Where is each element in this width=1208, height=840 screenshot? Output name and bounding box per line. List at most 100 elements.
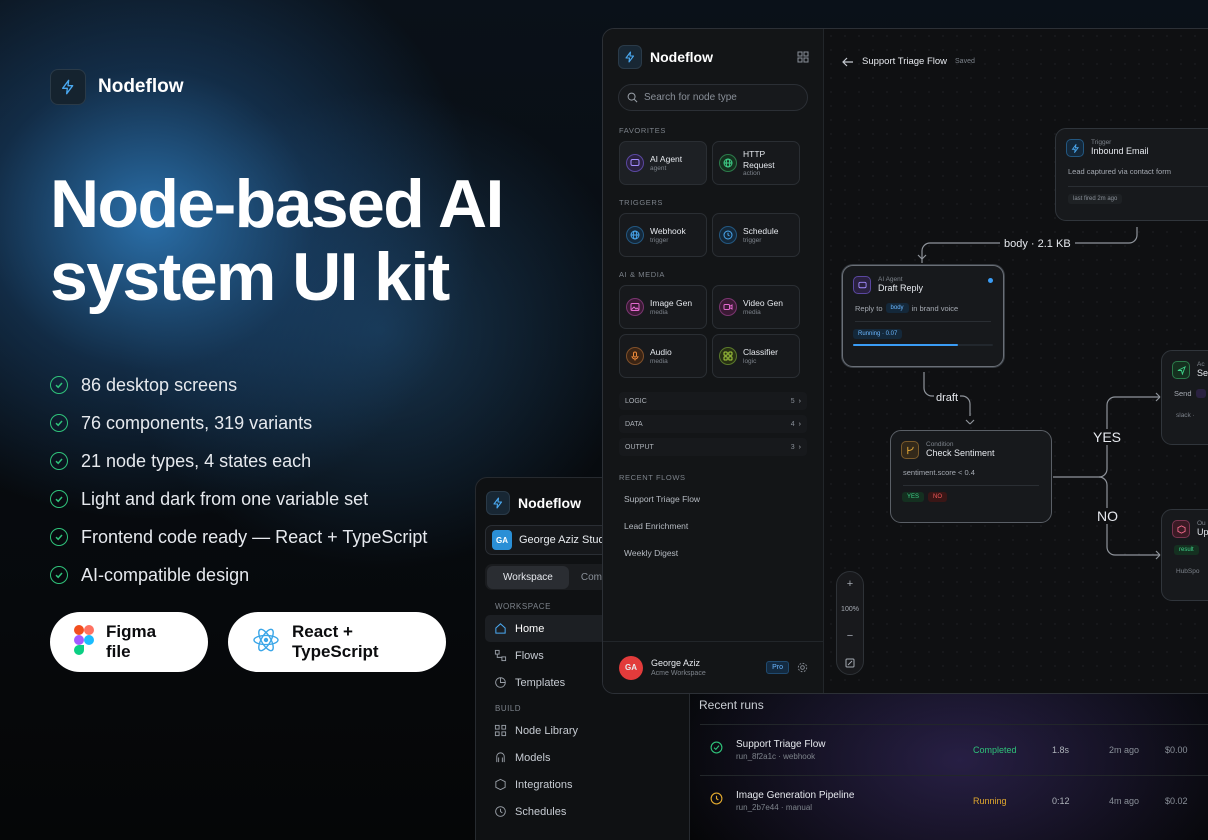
run-status: Completed xyxy=(973,744,1017,755)
globe-icon xyxy=(719,154,737,172)
brand-name: Nodeflow xyxy=(98,76,184,97)
section-label: RECENT FLOWS xyxy=(619,473,686,482)
progress-track xyxy=(853,344,993,347)
search-placeholder: Search for node type xyxy=(644,92,737,103)
run-duration: 1.8s xyxy=(1052,744,1070,755)
back-arrow-icon[interactable] xyxy=(842,57,854,67)
templates-icon xyxy=(495,677,506,688)
variable-tag: body xyxy=(885,303,909,314)
react-icon xyxy=(252,627,280,658)
feature-item: 76 components, 319 variants xyxy=(50,404,427,442)
avatar: GA xyxy=(619,655,643,680)
feature-item: Light and dark from one variable set xyxy=(50,480,427,518)
success-check-icon xyxy=(700,741,736,759)
zoom-out-button[interactable]: − xyxy=(846,629,854,642)
no-badge: NO xyxy=(928,492,948,503)
flow-title: Support Triage Flow xyxy=(862,56,948,67)
layout-grid-icon[interactable] xyxy=(797,51,809,63)
feature-item: Frontend code ready — React + TypeScript xyxy=(50,518,427,556)
react-button-label: React + TypeScript xyxy=(292,622,379,661)
fit-view-icon[interactable] xyxy=(845,658,855,668)
check-icon xyxy=(50,566,68,584)
classifier-icon xyxy=(719,347,737,365)
node-title: Draft Reply xyxy=(878,283,924,293)
check-icon xyxy=(50,490,68,508)
bolt-icon xyxy=(486,491,510,515)
run-time: 2m ago xyxy=(1109,744,1140,755)
save-status: Saved xyxy=(955,58,975,65)
video-icon xyxy=(719,298,737,316)
section-label: BUILD xyxy=(495,704,522,713)
check-icon xyxy=(50,452,68,470)
recent-flow-item[interactable]: Lead Enrichment xyxy=(624,520,689,531)
running-clock-icon xyxy=(700,792,736,810)
recent-flow-item[interactable]: Support Triage Flow xyxy=(624,493,701,504)
run-time: 4m ago xyxy=(1109,795,1140,806)
flow-canvas[interactable]: Support Triage Flow Saved body · 2.1 KB … xyxy=(824,29,1208,693)
nav-item-schedules[interactable]: Schedules xyxy=(476,798,689,825)
node-search-input[interactable]: Search for node type xyxy=(618,84,808,111)
search-icon xyxy=(627,92,638,103)
nav-item-flows[interactable]: Flows xyxy=(476,642,689,669)
gear-icon[interactable] xyxy=(797,662,808,673)
hero-line-1: Node-based AI xyxy=(50,166,504,242)
section-label: AI & MEDIA xyxy=(619,270,666,279)
user-name: George Aziz xyxy=(651,658,701,668)
section-label: FAVORITES xyxy=(619,126,666,135)
edge-label-no: NO xyxy=(1095,508,1120,524)
nav-item-models[interactable]: Models xyxy=(476,744,689,771)
tab-workspace[interactable]: Workspace xyxy=(487,565,569,589)
figma-icon xyxy=(74,624,94,660)
hero-title: Node-based AI system UI kit xyxy=(50,166,610,315)
run-name: Image Generation Pipeline xyxy=(736,789,855,801)
zoom-controls: + 100% − xyxy=(836,571,864,675)
run-cost: $0.02 xyxy=(1165,795,1188,806)
bolt-icon xyxy=(618,45,642,69)
progress-fill xyxy=(853,344,958,347)
chat-icon xyxy=(626,154,644,172)
edge-label: draft xyxy=(934,392,961,404)
run-cost: $0.00 xyxy=(1165,744,1188,755)
home-icon xyxy=(495,623,506,634)
nav-item-node-library[interactable]: Node Library xyxy=(476,717,689,744)
workspace-name: George Aziz Studio xyxy=(519,534,614,546)
react-typescript-button[interactable]: React + TypeScript xyxy=(228,612,446,672)
models-icon xyxy=(496,752,505,763)
avatar: GA xyxy=(492,530,512,550)
nav-item-templates[interactable]: Templates xyxy=(476,669,689,696)
run-name: Support Triage Flow xyxy=(736,738,826,750)
run-status: Running xyxy=(973,795,1007,806)
figma-file-button[interactable]: Figma file xyxy=(50,612,208,672)
recent-flow-item[interactable]: Weekly Digest xyxy=(624,547,679,558)
zoom-in-button[interactable]: + xyxy=(846,578,854,590)
cube-icon xyxy=(495,778,506,791)
app-title: Nodeflow xyxy=(650,49,713,65)
plan-badge: Pro xyxy=(766,661,789,674)
section-label: WORKSPACE xyxy=(495,602,551,611)
node-sidebar: Nodeflow Search for node type FAVORITES … xyxy=(603,29,824,693)
nav-item-integrations[interactable]: Integrations xyxy=(476,771,689,798)
edge-label-yes: YES xyxy=(1091,429,1124,445)
feature-item: 86 desktop screens xyxy=(50,366,427,404)
image-icon xyxy=(626,298,644,316)
